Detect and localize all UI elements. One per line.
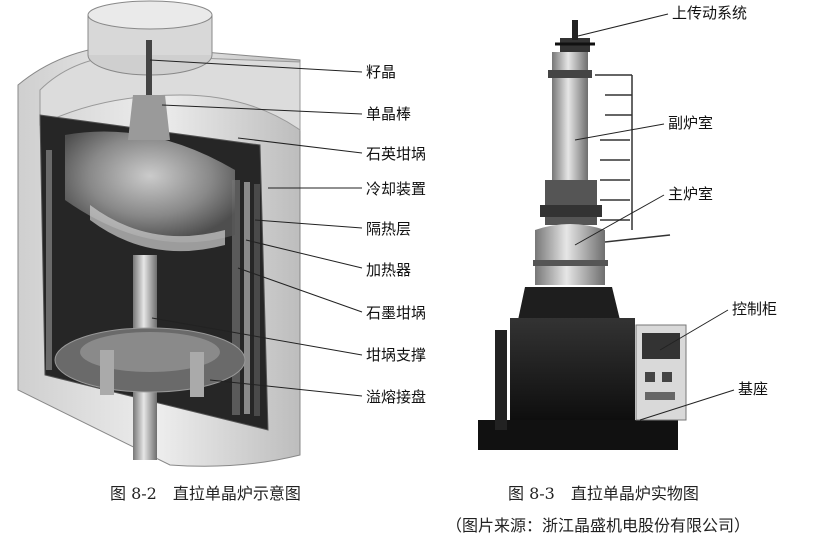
label-main-chamber: 主炉室 <box>668 185 714 203</box>
label-cooling-device: 冷却装置 <box>366 180 427 198</box>
label-upper-drive-system: 上传动系统 <box>672 4 748 22</box>
label-secondary-chamber: 副炉室 <box>668 114 714 132</box>
image-source-note: （图片来源：浙江晶盛机电股份有限公司） <box>446 516 751 535</box>
right-figure-caption: 图 8-3 直拉单晶炉实物图 <box>508 484 699 503</box>
label-quartz-crucible: 石英坩埚 <box>366 145 427 163</box>
furnace-photo <box>478 20 687 450</box>
label-seed-crystal: 籽晶 <box>366 63 397 81</box>
label-base: 基座 <box>738 380 769 398</box>
label-overflow-tray: 溢熔接盘 <box>366 388 427 406</box>
label-single-crystal-rod: 单晶棒 <box>366 105 412 123</box>
furnace-cutaway <box>17 0 301 467</box>
right-leader-lines <box>574 13 735 421</box>
label-insulation-layer: 隔热层 <box>366 220 412 238</box>
label-graphite-crucible: 石墨坩埚 <box>366 304 427 322</box>
label-control-cabinet: 控制柜 <box>732 300 778 318</box>
label-crucible-support: 坩埚支撑 <box>366 346 427 364</box>
left-leader-lines <box>149 59 363 397</box>
left-figure-caption: 图 8-2 直拉单晶炉示意图 <box>110 484 301 503</box>
label-heater: 加热器 <box>366 261 412 279</box>
